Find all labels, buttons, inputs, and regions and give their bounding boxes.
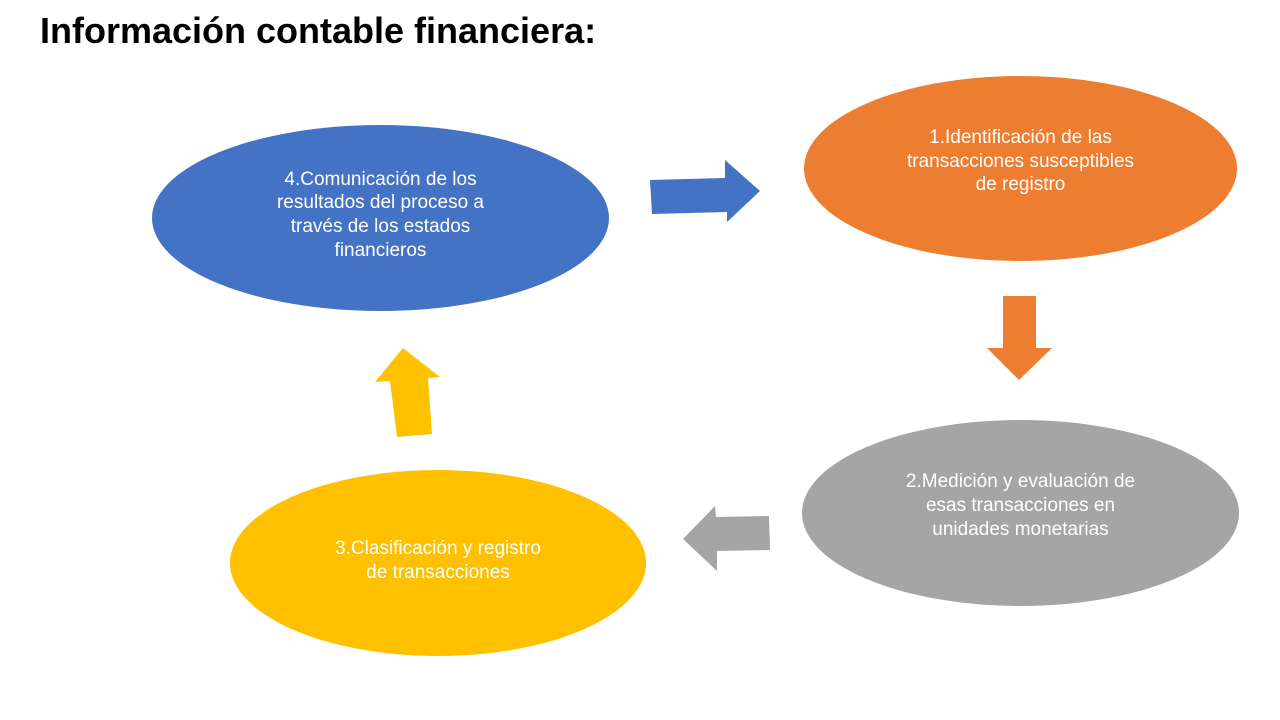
slide-title: Información contable financiera: <box>40 10 597 51</box>
step-4-label: 4.Comunicación de los resultados del pro… <box>276 168 484 261</box>
arrow-step1-to-step2 <box>987 296 1052 380</box>
step-1-ellipse: 1.Identificación de las transacciones su… <box>804 76 1237 261</box>
step-3-ellipse: 3.Clasificación y registro de transaccio… <box>230 470 646 656</box>
step-2-ellipse: 2.Medición y evaluación de esas transacc… <box>802 420 1239 606</box>
step-4-ellipse: 4.Comunicación de los resultados del pro… <box>152 125 609 311</box>
step-2-label: 2.Medición y evaluación de esas transacc… <box>905 471 1136 540</box>
arrow-step2-to-step3 <box>683 506 770 571</box>
arrow-step4-to-step1 <box>650 160 760 222</box>
step-1-label: 1.Identificación de las transacciones su… <box>906 126 1135 196</box>
step-3-label: 3.Clasificación y registro de transaccio… <box>335 538 541 583</box>
arrow-step3-to-step4 <box>375 348 440 437</box>
